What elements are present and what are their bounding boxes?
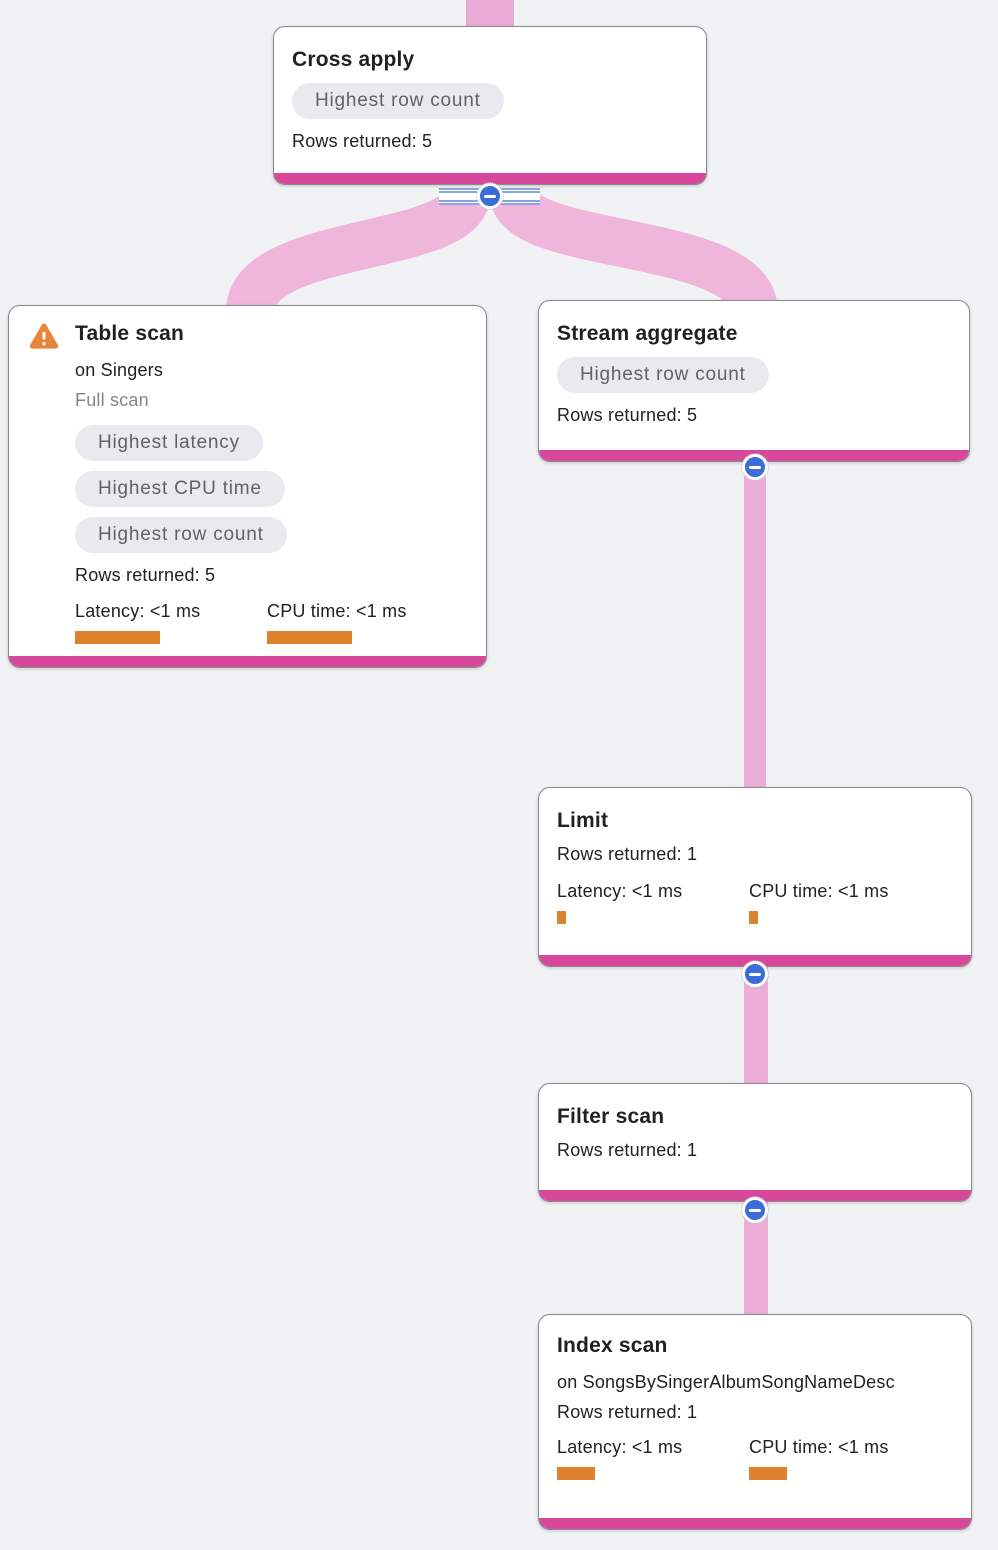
badge-highest-row-count: Highest row count [557,357,769,393]
node-title: Limit [557,809,609,832]
latency-bar [557,1467,595,1480]
minus-icon [484,194,496,198]
node-title: Stream aggregate [557,322,738,345]
node-title: Filter scan [557,1105,665,1128]
badge-highest-row-count: Highest row count [75,517,287,553]
rows-returned: Rows returned: 5 [557,405,698,425]
node-accent-bar [9,656,486,667]
cpu-time-bar [749,911,758,924]
latency-label: Latency: <1 ms [557,1437,683,1457]
node-title: Index scan [557,1334,668,1357]
node-note: Full scan [75,390,149,410]
cpu-time-label: CPU time: <1 ms [749,881,889,901]
warning-icon [29,323,59,355]
node-limit[interactable]: Limit Rows returned: 1 Latency: <1 ms CP… [538,787,972,967]
rows-returned: Rows returned: 1 [557,1402,698,1422]
node-accent-bar [539,1190,971,1201]
node-stream-aggregate[interactable]: Stream aggregate Highest row count Rows … [538,300,970,462]
node-filter-scan[interactable]: Filter scan Rows returned: 1 [538,1083,972,1202]
edge-cross-apply-to-stream-aggregate [490,188,778,316]
minus-icon [749,972,761,976]
minus-icon [749,1208,761,1212]
rows-returned: Rows returned: 5 [75,565,216,585]
latency-bar [75,631,160,644]
cpu-time-bar [267,631,352,644]
latency-metric: Latency: <1 ms [75,601,267,644]
cpu-time-metric: CPU time: <1 ms [749,881,941,924]
cpu-time-metric: CPU time: <1 ms [267,601,459,644]
rows-returned: Rows returned: 5 [292,131,433,151]
edge-cross-apply-to-table-scan [226,189,490,316]
collapse-button-filter-scan[interactable] [741,1196,769,1224]
collapse-button-stream-aggregate[interactable] [741,453,769,481]
rows-returned: Rows returned: 1 [557,844,698,864]
node-cross-apply[interactable]: Cross apply Highest row count Rows retur… [273,26,707,185]
minus-icon [749,465,761,469]
latency-metric: Latency: <1 ms [557,881,749,924]
collapse-button-cross-apply[interactable] [476,182,504,210]
cpu-time-metric: CPU time: <1 ms [749,1437,941,1480]
cpu-time-bar [749,1467,787,1480]
latency-bar [557,911,566,924]
badge-highest-latency: Highest latency [75,425,263,461]
latency-metric: Latency: <1 ms [557,1437,749,1480]
node-title: Cross apply [292,48,415,71]
node-index-scan[interactable]: Index scan on SongsBySingerAlbumSongName… [538,1314,972,1530]
badge-highest-cpu-time: Highest CPU time [75,471,285,507]
node-accent-bar [274,173,706,184]
latency-label: Latency: <1 ms [557,881,683,901]
node-subtitle: on Singers [75,360,164,380]
latency-label: Latency: <1 ms [75,601,201,621]
node-accent-bar [539,1518,971,1529]
node-table-scan[interactable]: Table scan on Singers Full scan Highest … [8,305,487,668]
cpu-time-label: CPU time: <1 ms [749,1437,889,1457]
node-accent-bar [539,955,971,966]
node-subtitle: on SongsBySingerAlbumSongNameDesc [557,1372,895,1392]
node-title: Table scan [75,322,184,345]
badge-highest-row-count: Highest row count [292,83,504,119]
cpu-time-label: CPU time: <1 ms [267,601,407,621]
rows-returned: Rows returned: 1 [557,1140,698,1160]
collapse-button-limit[interactable] [741,960,769,988]
